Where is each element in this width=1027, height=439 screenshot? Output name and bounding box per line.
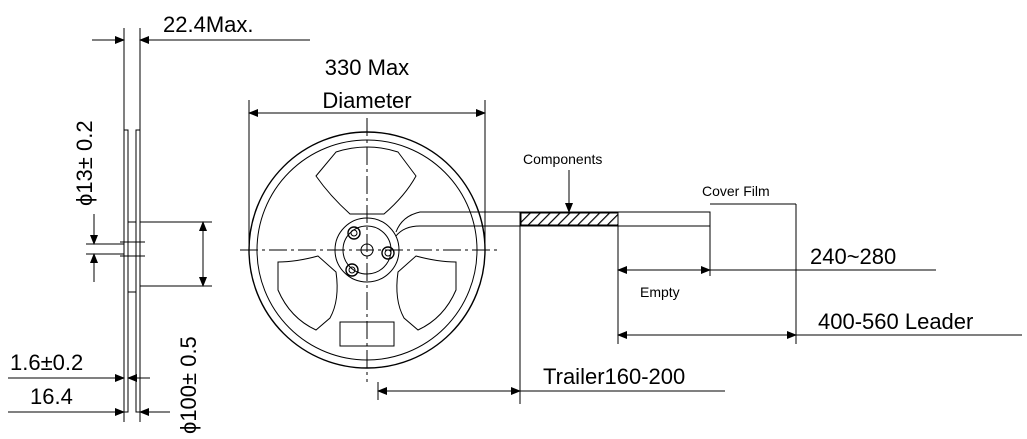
gap-240-280-label: 240~280 — [810, 244, 896, 269]
inner-width-label: 16.4 — [30, 384, 73, 409]
empty-label: Empty — [640, 284, 680, 300]
components-label: Components — [523, 151, 602, 167]
flange-thickness-label: 1.6±0.2 — [10, 350, 83, 375]
hub-diameter-dimension: ϕ13± 0.2 — [72, 120, 98, 282]
reel-window-top — [315, 146, 417, 215]
diameter-label-line2: Diameter — [322, 88, 411, 113]
reel-window-right — [396, 255, 457, 331]
carrier-tape — [519, 211, 711, 227]
empty-section-dimension: Empty 240~280 — [617, 226, 936, 344]
flange-right — [135, 129, 141, 413]
flange-left — [123, 129, 129, 413]
trailer-dimension: Trailer160-200 — [377, 226, 725, 404]
tape-components-section — [520, 212, 619, 226]
core-diameter-dimension: ϕ100± 0.5 — [176, 221, 207, 434]
reel-front-view — [240, 118, 520, 382]
cover-film-label: Cover Film — [702, 183, 770, 199]
width-max-dimension: 22.4Max. — [92, 12, 310, 130]
reel-window-left — [277, 255, 338, 331]
reel-diameter-dimension: 330 Max Diameter — [248, 55, 486, 250]
trailer-label: Trailer160-200 — [543, 364, 685, 389]
leader-label: 400-560 Leader — [818, 309, 973, 334]
thickness-dimensions: 1.6±0.2 16.4 — [8, 350, 170, 422]
components-callout: Components — [523, 151, 602, 213]
cover-film-callout: Cover Film — [702, 183, 797, 344]
hub-diameter-label: ϕ13± 0.2 — [72, 120, 97, 206]
width-max-label: 22.4Max. — [163, 12, 254, 37]
hub — [127, 221, 137, 293]
tape-strip — [519, 211, 711, 227]
diameter-label-line1: 330 Max — [325, 55, 409, 80]
side-view — [86, 129, 212, 413]
core-diameter-label: ϕ100± 0.5 — [176, 336, 201, 434]
leader-dimension: 400-560 Leader — [617, 309, 1022, 339]
